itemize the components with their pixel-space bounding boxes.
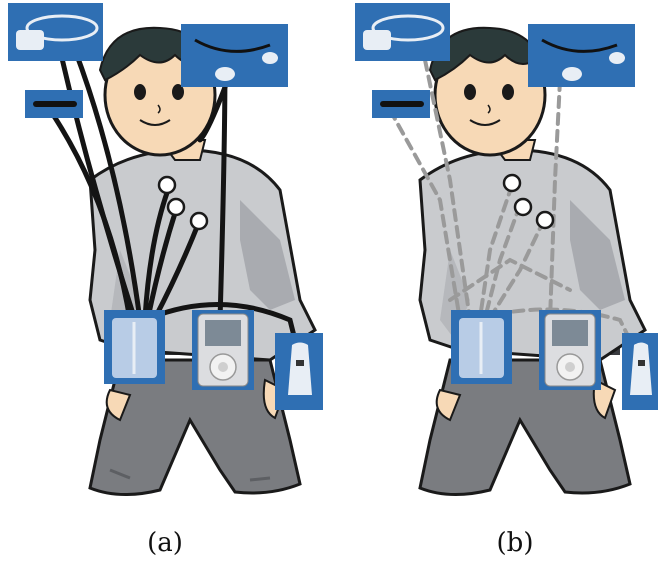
panel-a-wired: (a): [0, 0, 330, 570]
electrode: [504, 175, 520, 191]
headset-device-icon: [355, 3, 450, 61]
media-player-device-icon: [539, 310, 601, 390]
earphone-device-icon: [528, 24, 635, 87]
electrode: [159, 177, 175, 193]
electrode: [537, 212, 553, 228]
headset-device-icon: [8, 3, 103, 61]
probe-device-icon: [372, 90, 430, 118]
panel-b-wireless: (b): [330, 0, 660, 570]
caption-a: (a): [115, 528, 215, 558]
left-eye: [134, 84, 146, 100]
caption-b: (b): [465, 528, 565, 558]
probe-device-icon: [25, 90, 83, 118]
wireless-body-illustration: [330, 0, 660, 520]
phone-device-icon: [275, 333, 323, 410]
right-eye: [502, 84, 514, 100]
earphone-device-icon: [181, 24, 288, 87]
electrode: [515, 199, 531, 215]
wired-body-illustration: [0, 0, 330, 520]
electrode: [168, 199, 184, 215]
sensor-hub-device-icon: [451, 310, 512, 384]
phone-device-icon: [622, 333, 658, 410]
media-player-device-icon: [192, 310, 254, 390]
left-eye: [464, 84, 476, 100]
electrode: [191, 213, 207, 229]
sensor-hub-device-icon: [104, 310, 165, 384]
